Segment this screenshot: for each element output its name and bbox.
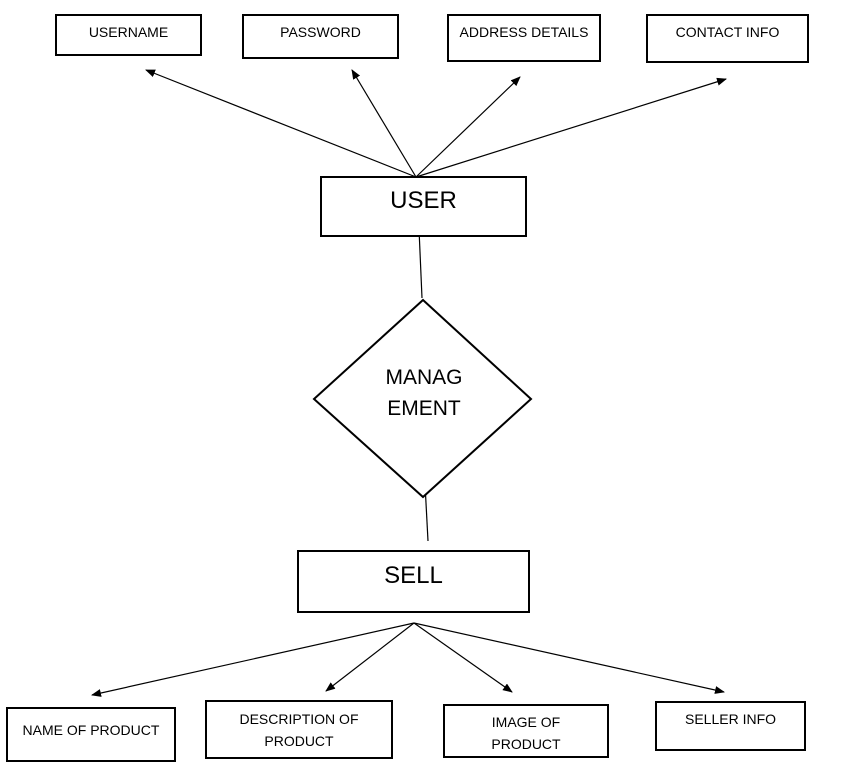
attribute-label-line2: PRODUCT — [264, 733, 334, 749]
attribute-label: NAME OF PRODUCT — [22, 722, 160, 738]
arrow-sell-image — [413, 622, 513, 693]
entity-user-label: USER — [390, 187, 457, 214]
arrow-sell-name — [91, 622, 415, 697]
arrow-sell-seller — [413, 622, 725, 694]
entity-sell-label: SELL — [384, 562, 443, 589]
attribute-label-line2: PRODUCT — [491, 736, 561, 752]
relationship-diamond — [312, 298, 533, 499]
attribute-label-line1: IMAGE OF — [491, 714, 561, 730]
attribute-label: PASSWORD — [280, 24, 361, 40]
arrow-sell-description — [325, 622, 415, 692]
arrow-user-username — [145, 69, 417, 178]
attribute-label: USERNAME — [88, 24, 169, 40]
arrow-user-password — [351, 69, 417, 178]
relationship-label-line1: MANAG — [385, 366, 463, 389]
attribute-label: SELLER INFO — [684, 711, 777, 727]
attribute-label: ADDRESS DETAILS — [459, 24, 589, 40]
attribute-box-address-details: ADDRESS DETAILS — [447, 14, 601, 62]
attribute-box-description-of-product: DESCRIPTION OF PRODUCT — [205, 700, 393, 759]
connector-user-management — [418, 228, 423, 299]
attribute-label-line1: DESCRIPTION OF — [239, 711, 359, 727]
entity-user: USER — [320, 176, 527, 237]
attribute-box-password: PASSWORD — [242, 14, 399, 59]
relationship-label-line2: EMENT — [387, 397, 461, 420]
attribute-box-seller-info: SELLER INFO — [655, 701, 806, 751]
relationship-label: MANAG EMENT — [374, 362, 474, 424]
attribute-box-username: USERNAME — [55, 14, 202, 56]
attribute-box-image-of-product: IMAGE OF PRODUCT — [443, 704, 609, 758]
entity-sell: SELL — [297, 550, 530, 613]
attribute-box-name-of-product: NAME OF PRODUCT — [6, 707, 176, 762]
arrow-user-contact — [415, 77, 727, 178]
arrow-user-address — [415, 76, 521, 178]
attribute-box-contact-info: CONTACT INFO — [646, 14, 809, 63]
attribute-label: CONTACT INFO — [675, 24, 780, 40]
